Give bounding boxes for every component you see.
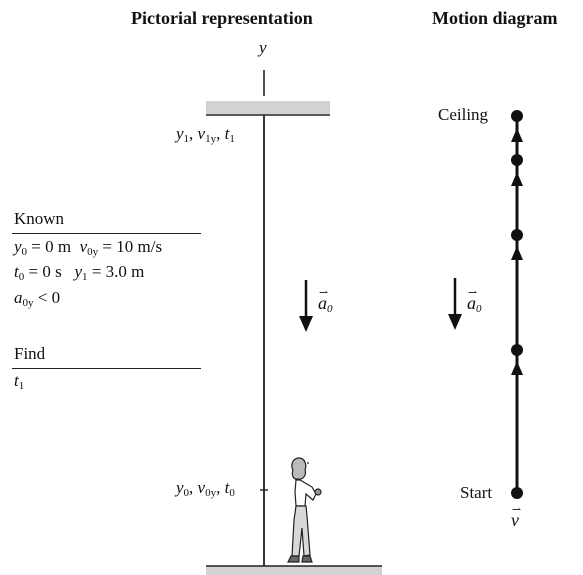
motion-header: Motion diagram: [432, 8, 558, 28]
motion-dot: [511, 487, 523, 499]
acceleration-label-pictorial: ⇀a0: [318, 287, 333, 315]
motion-dot: [511, 154, 523, 166]
ceiling-label: Ceiling: [438, 105, 489, 124]
find-rule: [12, 368, 201, 369]
floor-shading: [206, 566, 382, 575]
bottom-point-label: y0, v0y, t0: [176, 478, 235, 499]
motion-dot: [511, 110, 523, 122]
known-row: a0y < 0: [14, 288, 61, 309]
top-point-label: y1, v1y, t1: [176, 124, 235, 145]
motion-dot: [511, 344, 523, 356]
acceleration-label-motion: ⇀a0: [467, 287, 482, 315]
motion-dot: [511, 229, 523, 241]
y-axis-label: y: [259, 38, 267, 57]
pictorial-header: Pictorial representation: [131, 8, 313, 28]
find-value: t1: [14, 371, 25, 392]
motion-arrow-1: [511, 361, 523, 375]
known-row: y0 = 0 m v0y = 10 m/s: [14, 237, 163, 258]
known-title: Known: [14, 209, 65, 228]
known-row: t0 = 0 s y1 = 3.0 m: [14, 262, 145, 283]
start-label: Start: [460, 483, 493, 502]
ceiling-shading: [206, 101, 330, 114]
person-figure: [287, 457, 322, 563]
velocity-label: ⇀v: [511, 504, 521, 530]
motion-arrow-4: [511, 128, 523, 142]
find-title: Find: [14, 344, 46, 363]
known-rule: [12, 233, 201, 234]
motion-arrow-3: [511, 172, 523, 186]
motion-arrow-2: [511, 246, 523, 260]
